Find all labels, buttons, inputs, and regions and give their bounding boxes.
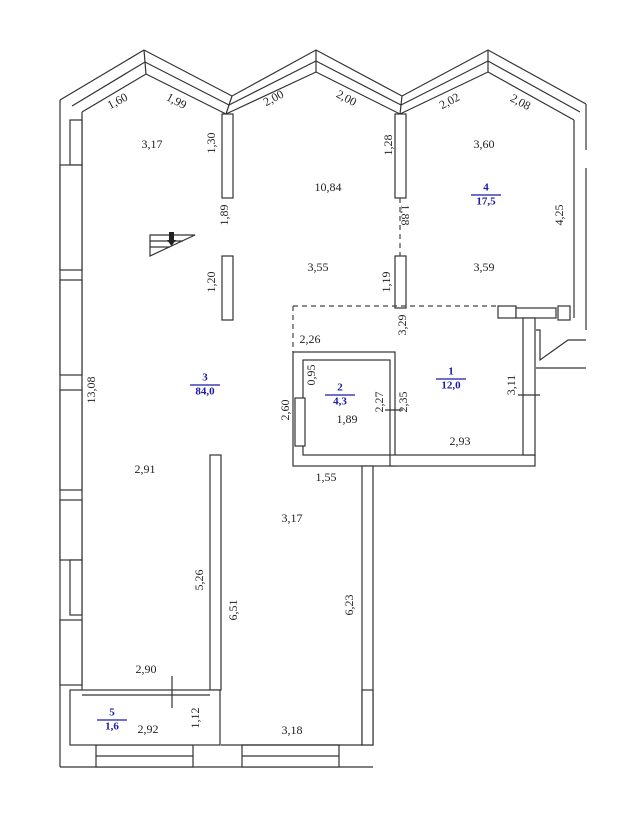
- dimension-label: 1,60: [105, 90, 130, 112]
- dimension-label: 2,02: [437, 90, 462, 112]
- room-area: 84,0: [195, 386, 215, 398]
- room-number: 4: [483, 182, 489, 194]
- dimension-label: 3,17: [142, 137, 163, 151]
- dimension-label: 2,08: [508, 91, 533, 113]
- dimension-label: 1,12: [188, 708, 202, 729]
- dimension-label: 3,17: [282, 511, 303, 525]
- dimension-label: 0,95: [304, 365, 318, 386]
- room-area: 4,3: [333, 396, 347, 408]
- dimension-label: 6,51: [226, 600, 240, 621]
- dimension-label: 3,55: [308, 260, 329, 274]
- dimension-label: 2,26: [300, 332, 321, 346]
- dimension-label: 13,08: [84, 377, 98, 404]
- dimension-label: 1,89: [217, 205, 231, 226]
- interior-walls: [69, 113, 586, 746]
- dimension-label: 1,55: [316, 470, 337, 484]
- dimension-label: 3,18: [282, 723, 303, 737]
- stair-icon: [149, 232, 196, 257]
- room-area: 17,5: [476, 196, 496, 208]
- dimension-label: 1,30: [204, 133, 218, 154]
- dimension-label: 2,93: [450, 434, 471, 448]
- dimension-label: 2,91: [135, 462, 156, 476]
- dimension-label: 1,89: [337, 412, 358, 426]
- dimension-label: 1,19: [379, 272, 393, 293]
- room-number: 1: [448, 366, 454, 378]
- dimension-label: 2,00: [334, 87, 359, 109]
- dimension-label: 3,59: [474, 260, 495, 274]
- room-labels: 1 12,0 2 4,3 3 84,0 4 17,5 5 1,6: [97, 182, 501, 733]
- dimension-label: 2,90: [136, 662, 157, 676]
- dimension-label: 4,25: [552, 205, 566, 226]
- dimension-label: 5,26: [192, 570, 206, 591]
- dimension-label: 3,29: [395, 315, 409, 336]
- dimension-label: 2,27: [372, 392, 386, 413]
- room-number: 5: [109, 707, 115, 719]
- dimension-label: 2,00: [261, 87, 286, 109]
- dimension-label: 10,84: [315, 180, 342, 194]
- room-area: 12,0: [441, 380, 461, 392]
- room-area: 1,6: [105, 721, 119, 733]
- outer-walls: [59, 49, 587, 768]
- dimension-label: 6,23: [342, 595, 356, 616]
- dimension-label: 2,92: [138, 722, 159, 736]
- dimension-label: 1,28: [381, 135, 395, 156]
- room-number: 2: [337, 382, 343, 394]
- dimension-label: 2,35: [396, 392, 410, 413]
- dimension-label: 1,88: [398, 205, 412, 226]
- dimension-label: 1,20: [204, 272, 218, 293]
- room-number: 3: [202, 372, 208, 384]
- dimension-label: 2,60: [278, 400, 292, 421]
- dimension-label: 3,60: [474, 137, 495, 151]
- dimension-label: 3,11: [504, 375, 518, 396]
